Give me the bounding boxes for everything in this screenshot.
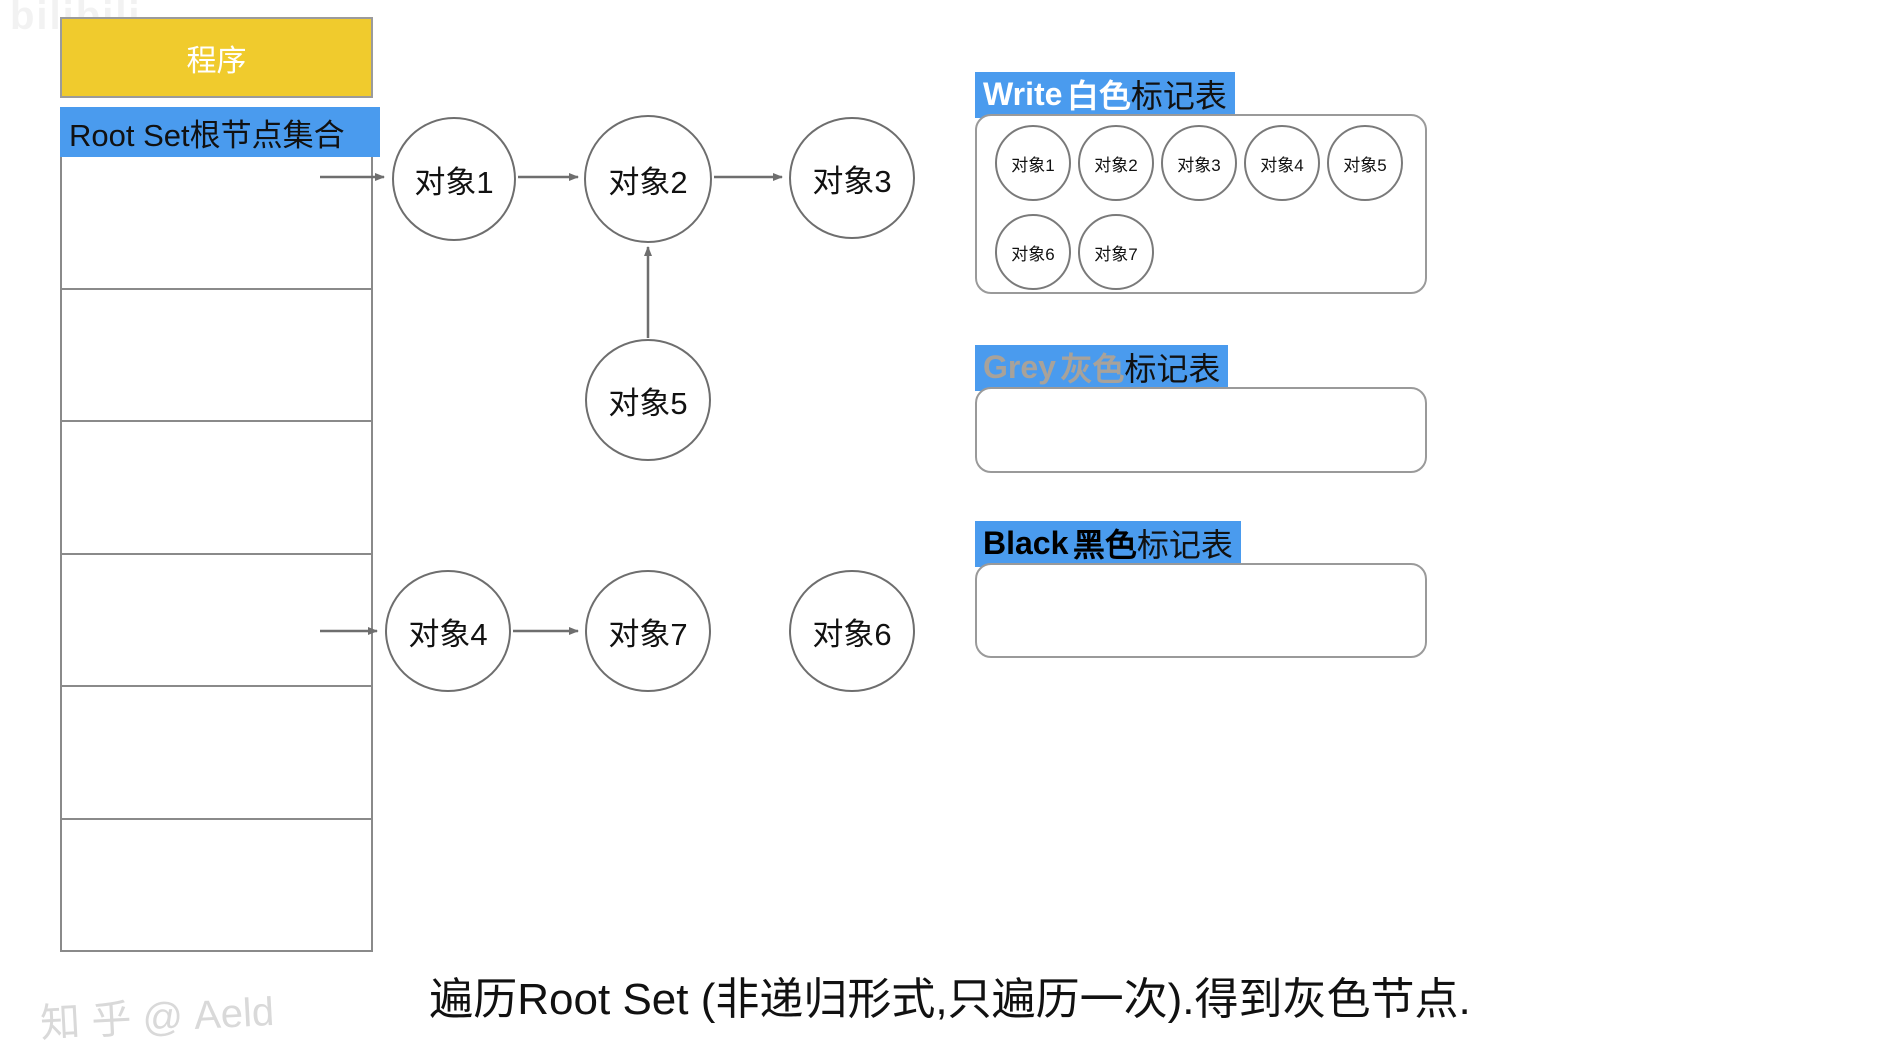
marker-chip: 对象2	[1078, 125, 1154, 201]
program-label: 程序	[186, 44, 247, 78]
root-set-table	[60, 157, 373, 952]
graph-node-label: 对象1	[414, 164, 494, 200]
graph-node-label: 对象5	[608, 385, 688, 421]
marker-table-header-grey: Grey 灰色标记表	[975, 345, 1229, 391]
marker-table-latin-label: Black	[983, 524, 1069, 561]
graph-node-label: 对象2	[608, 164, 688, 200]
marker-chip: 对象5	[1327, 125, 1403, 201]
marker-table-latin-label: Write	[983, 75, 1063, 112]
marker-chip-label: 对象4	[1260, 155, 1304, 175]
marker-chip-label: 对象6	[1011, 244, 1055, 264]
root-set-row	[62, 687, 371, 820]
graph-node-n4: 对象4	[385, 570, 511, 692]
graph-node-n3: 对象3	[789, 117, 915, 239]
marker-chip: 对象6	[995, 214, 1071, 290]
marker-chip-label: 对象1	[1011, 155, 1055, 175]
root-set-row	[62, 555, 371, 687]
graph-node-n1: 对象1	[392, 117, 516, 241]
marker-chip-label: 对象2	[1094, 155, 1138, 175]
marker-table-header-white: Write 白色标记表	[975, 72, 1235, 118]
root-set-header-label: Root Set根节点集合	[69, 117, 345, 153]
marker-chip: 对象4	[1244, 125, 1320, 201]
marker-table-color-word: 黑色	[1072, 527, 1137, 563]
marker-table-rest-label: 标记表	[1130, 78, 1227, 114]
root-set-row	[62, 290, 371, 422]
marker-chip: 对象3	[1161, 125, 1237, 201]
marker-chip-label: 对象5	[1343, 155, 1387, 175]
marker-table-box-grey	[975, 387, 1427, 473]
caption-text: 遍历Root Set (非递归形式,只遍历一次).得到灰色节点.	[429, 975, 1471, 1024]
graph-node-n7: 对象7	[585, 570, 711, 692]
marker-table-box-white: 对象1 对象2 对象3 对象4 对象5 对象6 对象7	[975, 114, 1427, 294]
graph-node-n6: 对象6	[789, 570, 915, 692]
graph-node-label: 对象7	[608, 616, 688, 652]
marker-chip-label: 对象7	[1094, 244, 1138, 264]
graph-node-label: 对象4	[408, 616, 488, 652]
root-set-header: Root Set根节点集合	[60, 107, 380, 157]
root-set-row	[62, 422, 371, 555]
marker-table-header-black: Black 黑色标记表	[975, 521, 1241, 567]
zhihu-watermark: 知 乎 @ Aeld	[39, 989, 276, 1047]
marker-table-color-word: 白色	[1066, 78, 1131, 114]
marker-table-box-black	[975, 563, 1427, 658]
marker-table-rest-label: 标记表	[1136, 527, 1233, 563]
marker-table-color-word: 灰色	[1060, 351, 1125, 387]
root-set-row	[62, 820, 371, 953]
marker-table-rest-label: 标记表	[1124, 351, 1221, 387]
marker-table-latin-label: Grey	[983, 348, 1056, 385]
graph-node-n5: 对象5	[585, 339, 711, 461]
program-box: 程序	[60, 17, 373, 98]
graph-node-n2: 对象2	[584, 115, 712, 243]
graph-node-label: 对象3	[812, 163, 892, 199]
marker-chip: 对象1	[995, 125, 1071, 201]
marker-chip: 对象7	[1078, 214, 1154, 290]
root-set-row	[62, 157, 371, 290]
graph-node-label: 对象6	[812, 616, 892, 652]
marker-chip-label: 对象3	[1177, 155, 1221, 175]
